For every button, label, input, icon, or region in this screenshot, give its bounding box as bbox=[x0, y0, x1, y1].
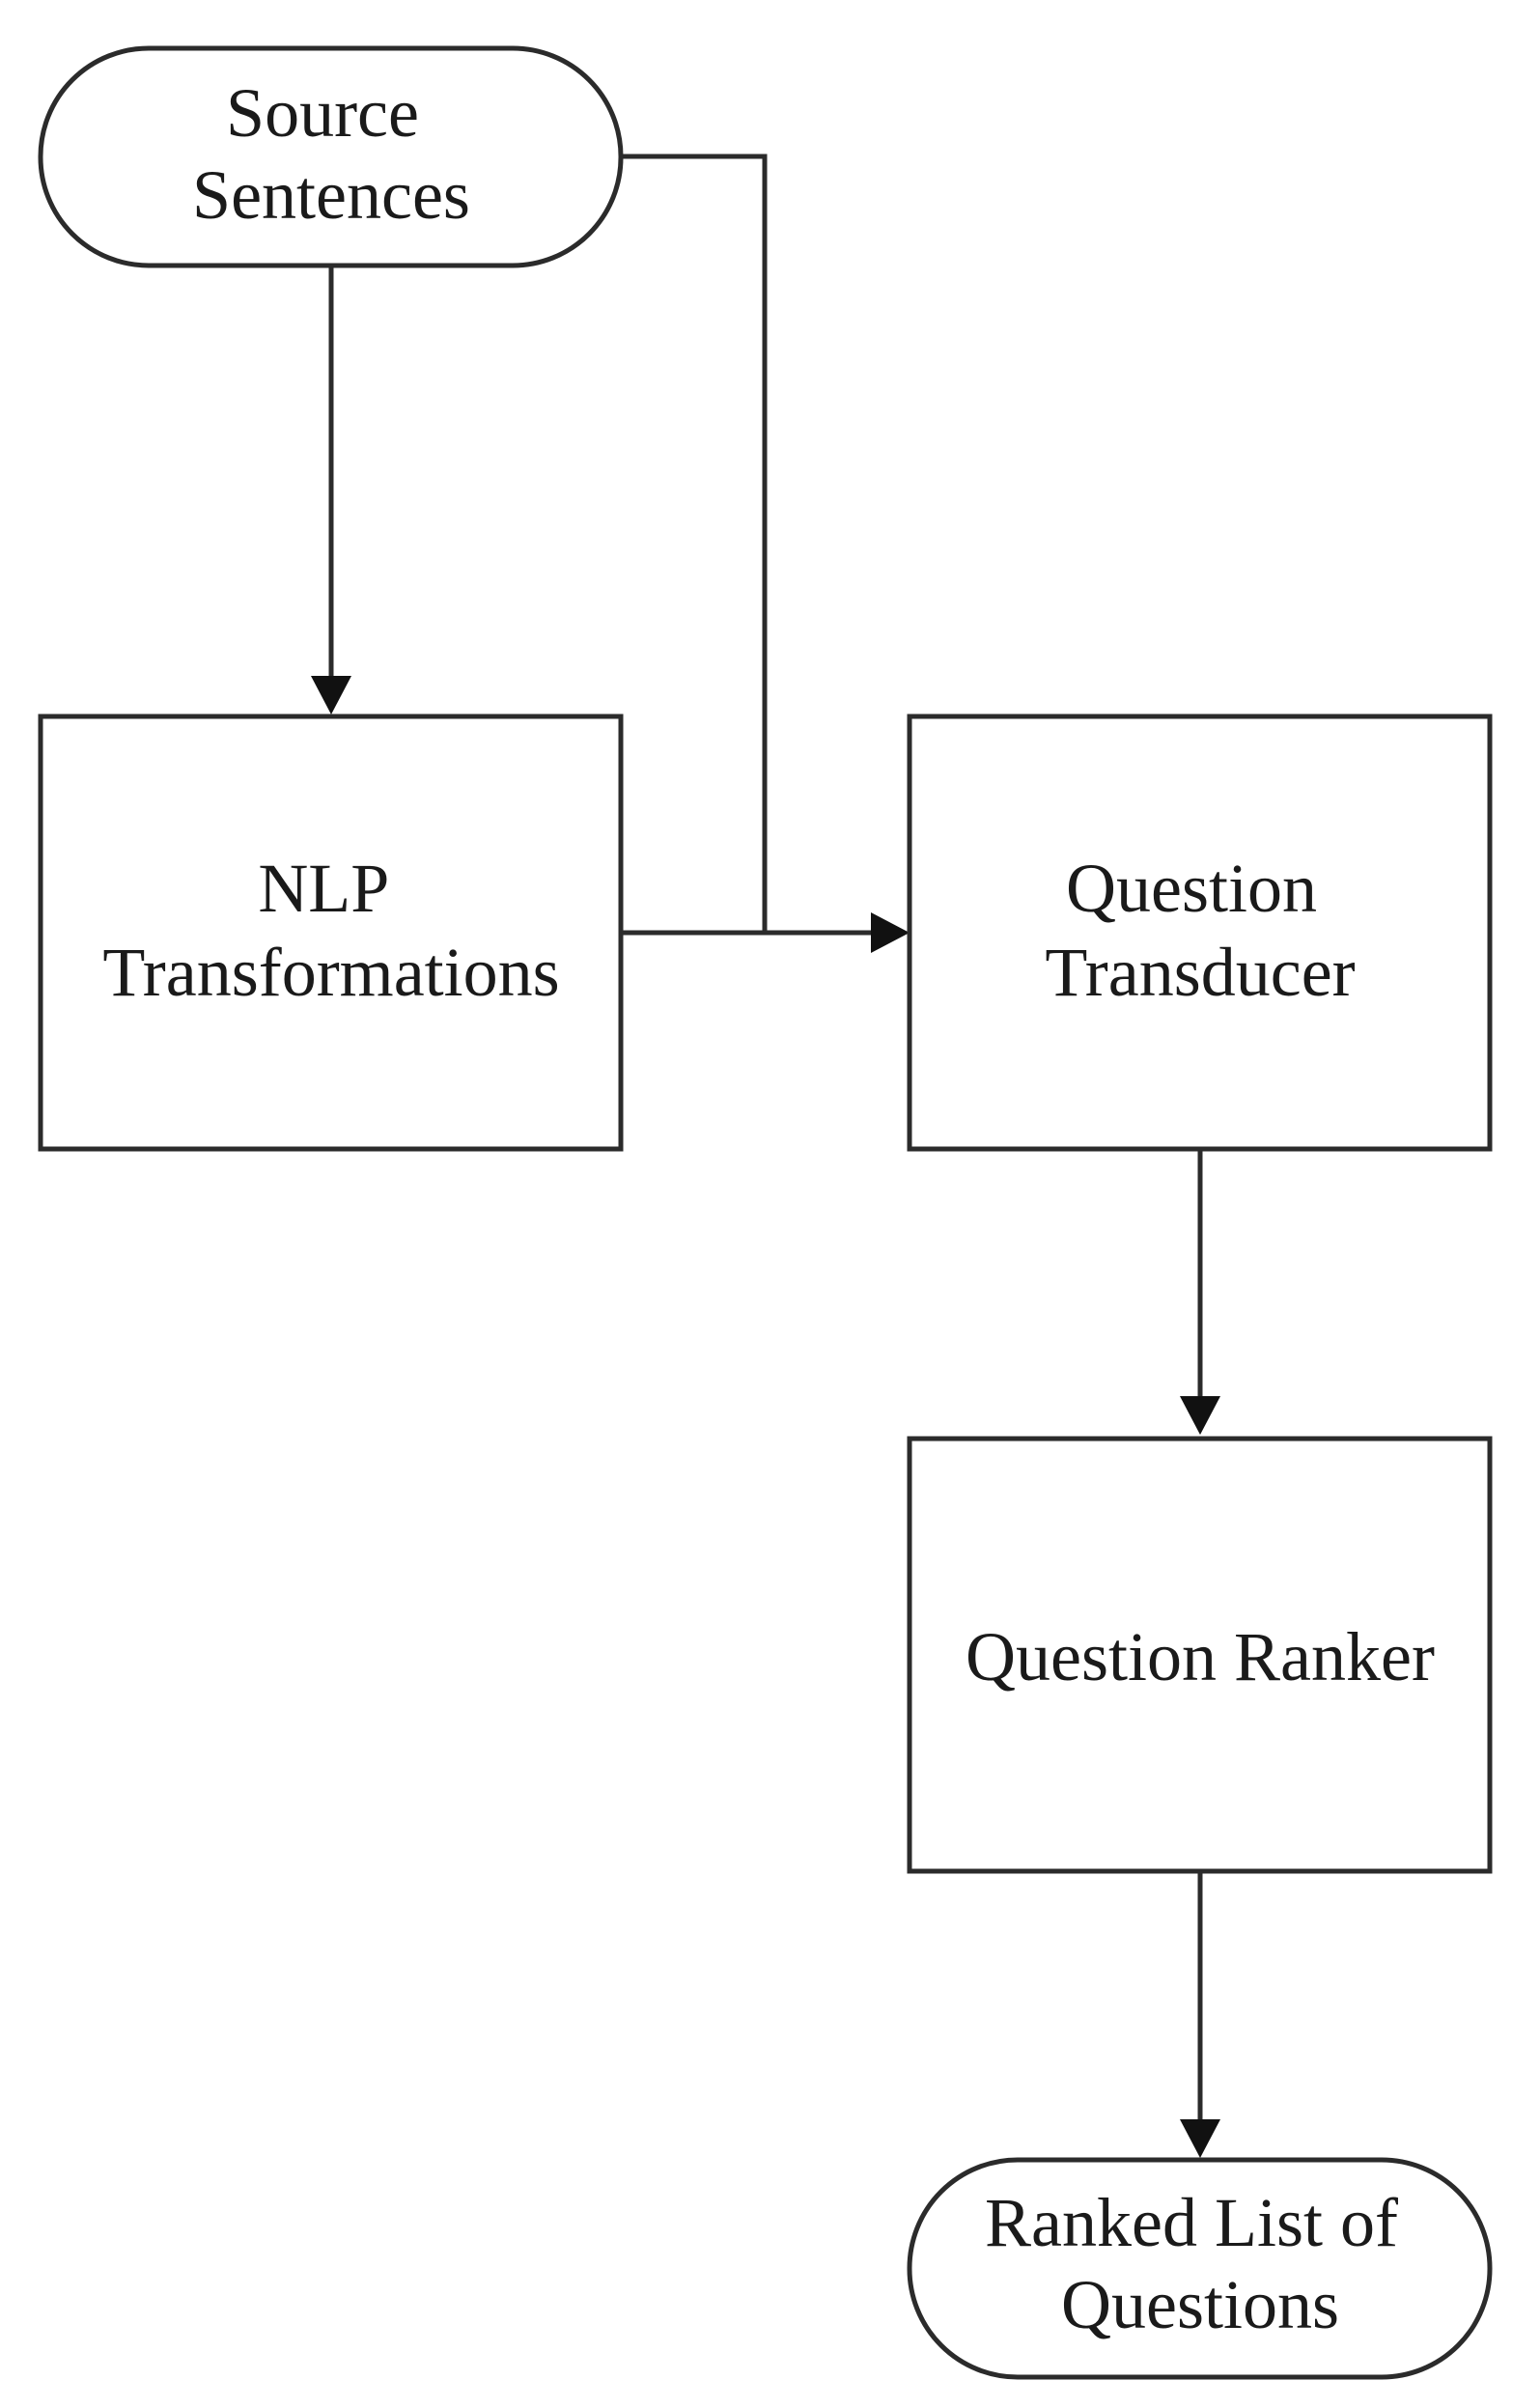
node-nlp-transformations: NLP Transformations bbox=[38, 714, 624, 1152]
label-line: Sentences bbox=[192, 156, 470, 234]
arrowhead-ranker bbox=[1180, 1396, 1220, 1435]
node-source-sentences: Source Sentences bbox=[38, 45, 624, 268]
connectors bbox=[311, 154, 1220, 2158]
process-shape bbox=[907, 714, 1493, 1152]
terminator-shape bbox=[907, 2157, 1493, 2380]
label-line: Questions bbox=[1061, 2266, 1339, 2343]
node-question-transducer: Question Transducer bbox=[907, 714, 1493, 1152]
arrowhead-nlp bbox=[311, 676, 351, 714]
node-label: Question Ranker bbox=[966, 1618, 1435, 1695]
label-line: NLP bbox=[258, 850, 387, 927]
label-line: Transformations bbox=[102, 934, 559, 1011]
node-label: Ranked List of Questions bbox=[985, 2184, 1415, 2343]
label-line: Question Ranker bbox=[966, 1618, 1435, 1695]
edge-source-to-transducer bbox=[621, 154, 768, 933]
process-shape bbox=[907, 1436, 1493, 1874]
node-label: NLP Transformations bbox=[102, 850, 559, 1011]
terminator-shape bbox=[38, 45, 624, 268]
label-line: Source bbox=[226, 74, 419, 152]
node-label: Source Sentences bbox=[192, 74, 470, 234]
node-question-ranker: Question Ranker bbox=[907, 1436, 1493, 1874]
arrowhead-transducer bbox=[871, 912, 910, 953]
label-line: Ranked List of bbox=[985, 2184, 1398, 2261]
label-line: Question bbox=[1066, 850, 1317, 927]
label-line: Transducer bbox=[1045, 934, 1355, 1011]
node-ranked-list: Ranked List of Questions bbox=[907, 2157, 1493, 2380]
node-label: Question Transducer bbox=[1045, 850, 1355, 1011]
arrowhead-output bbox=[1180, 2119, 1220, 2158]
process-shape bbox=[38, 714, 624, 1152]
